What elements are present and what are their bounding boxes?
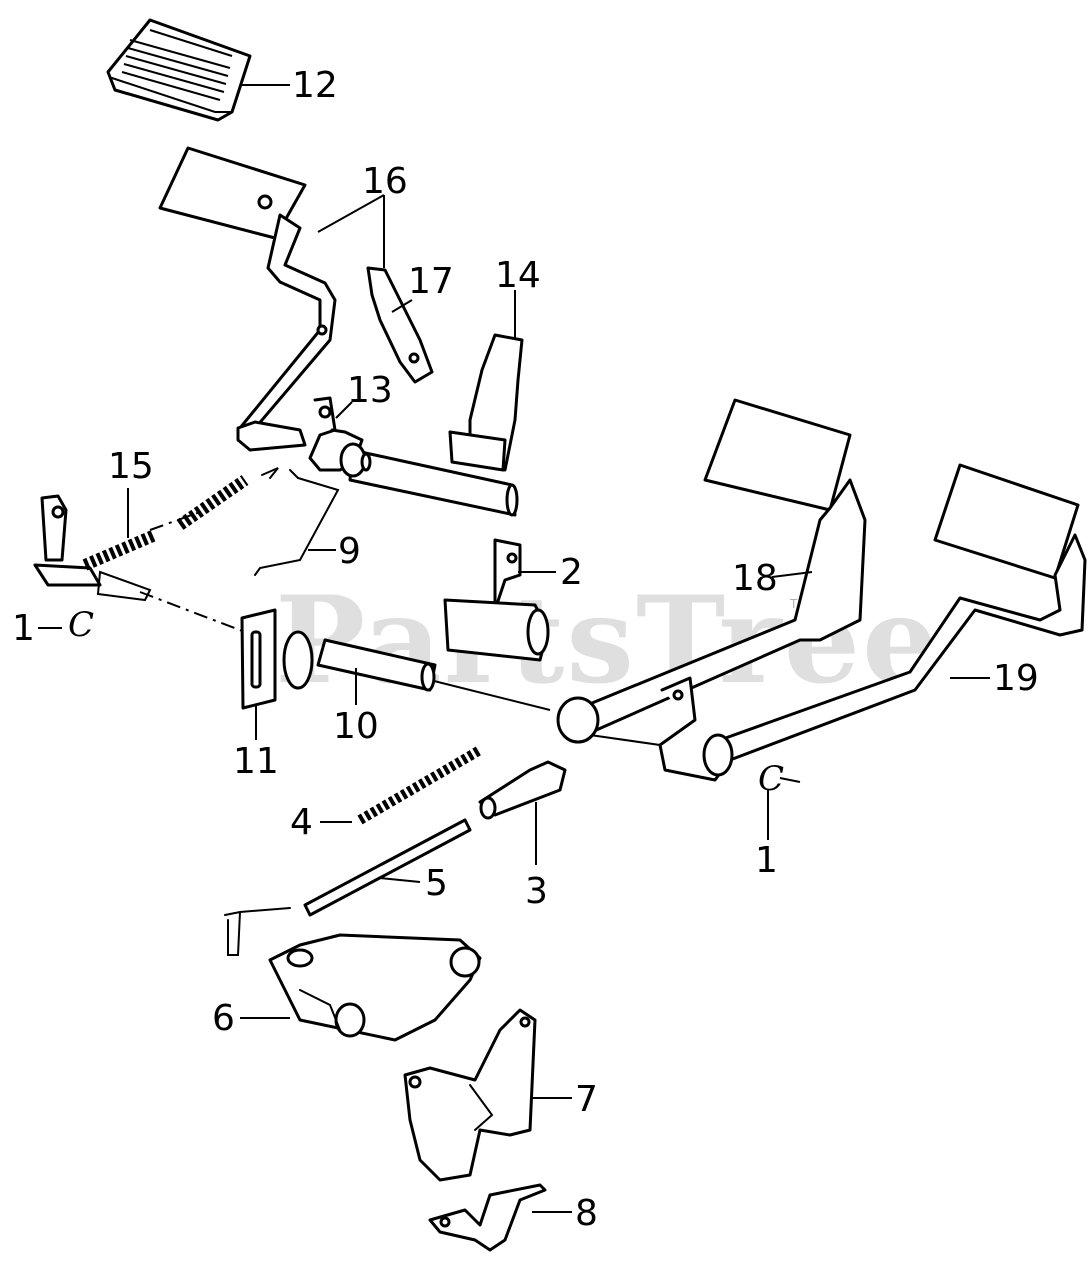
brake-pedal-16 (158, 146, 337, 452)
callout-10: 10 (333, 706, 379, 747)
callout-12: 12 (292, 65, 338, 106)
shaft-10 (316, 638, 437, 692)
clip-1-right: C (758, 759, 784, 799)
callout-6: 6 (212, 998, 235, 1039)
callout-14: 14 (495, 255, 541, 296)
shaft-13 (308, 396, 519, 517)
callout-9: 9 (338, 531, 361, 572)
spring-4 (357, 745, 483, 825)
strap-14 (448, 333, 524, 472)
callout-17: 17 (408, 261, 454, 302)
caliper-6 (268, 933, 482, 1042)
pedal-18 (556, 398, 867, 744)
rod-9 (254, 469, 340, 576)
pedal-pad-12 (106, 18, 252, 122)
bracket-7 (403, 1008, 537, 1182)
lever-2 (443, 538, 550, 662)
bracket-11 (240, 608, 314, 710)
bracket-17 (366, 266, 434, 384)
callout-19: 19 (993, 658, 1039, 699)
bracket-8 (428, 1183, 547, 1252)
clip-1-left: C (68, 605, 94, 645)
callout-1-left: 1 (12, 608, 35, 649)
callout-11: 11 (233, 741, 279, 782)
leader-lines (38, 84, 990, 1213)
callout-labels: 12 16 17 14 13 15 9 2 1 18 19 10 11 4 1 … (12, 65, 1039, 1234)
callout-8: 8 (575, 1193, 598, 1234)
callout-7: 7 (575, 1079, 598, 1120)
rod-5 (224, 818, 472, 956)
callout-13: 13 (347, 370, 393, 411)
callout-15: 15 (108, 446, 154, 487)
pedal-19 (658, 463, 1087, 782)
callout-2: 2 (560, 552, 583, 593)
callout-18: 18 (732, 558, 778, 599)
callout-16: 16 (362, 161, 408, 202)
callout-4: 4 (290, 802, 313, 843)
clevis-3 (478, 760, 567, 820)
callout-3: 3 (525, 871, 548, 912)
callout-1-right: 1 (755, 840, 778, 881)
spring-15 (33, 467, 279, 587)
callout-5: 5 (425, 863, 448, 904)
